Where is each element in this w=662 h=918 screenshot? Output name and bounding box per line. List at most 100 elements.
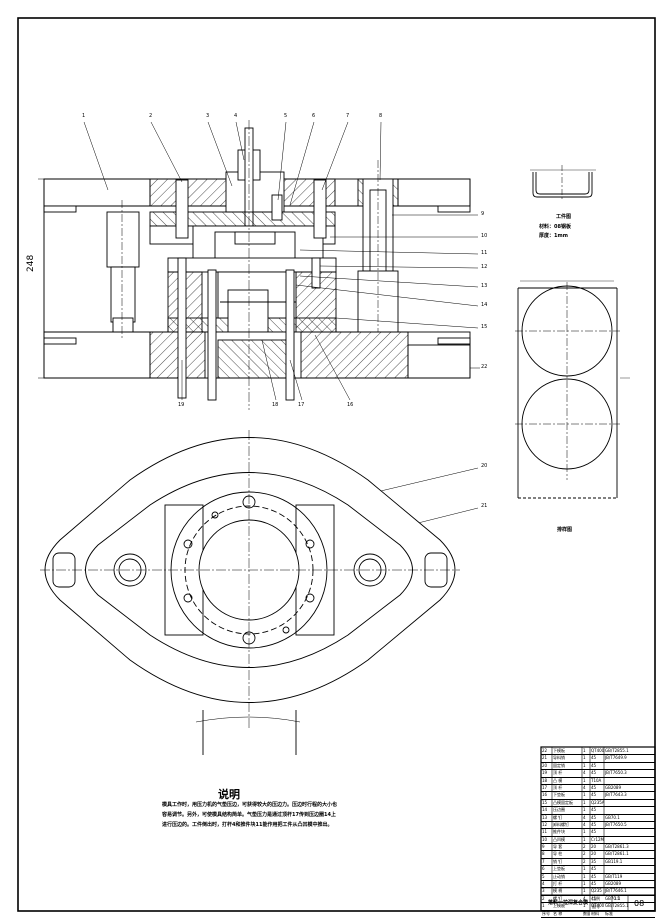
sheet-border	[17, 17, 656, 912]
title-block-cell-qty: 1	[583, 888, 586, 894]
balloon-16: 16	[347, 402, 354, 408]
title-block-cell-no: 8	[542, 851, 545, 857]
title-block-cell-name: 导料销	[553, 755, 565, 761]
title-block-cell-name: 模 柄	[553, 888, 563, 894]
title-block-cell-std: GB/T2861.1	[605, 851, 629, 857]
title-block-cell-std: GB/T2855.1	[605, 748, 629, 753]
title-block-cell-name: 销 钉	[553, 858, 563, 864]
notes-title: 说明	[218, 788, 240, 801]
title-block-cell-std: GB/T119	[605, 873, 623, 879]
title-block-cell-qty: 1	[583, 829, 586, 835]
title-block-cell-no: 13	[542, 814, 548, 820]
title-block-cell-mat: 45	[591, 807, 597, 813]
sheet-label: 图号	[592, 904, 600, 909]
front-section-view	[38, 120, 471, 410]
title-block-cell-mat: 45	[591, 881, 597, 887]
title-block-cell-mat: 45	[591, 762, 597, 768]
title-block-cell-name: 推件块	[553, 829, 565, 835]
balloon-14: 14	[481, 302, 488, 308]
title-block-cell-qty: 2	[583, 844, 586, 850]
workpiece-material: 材料：08钢板	[539, 224, 571, 230]
title-block-cell-name: 卸料螺钉	[553, 821, 569, 827]
title-block-cell-no: 15	[542, 799, 548, 805]
title-block-cell-name: 凸模固定板	[553, 799, 573, 805]
title-block-cell-mat: 35	[591, 858, 597, 864]
title-block-cell-mat: 20	[591, 844, 597, 850]
title-block-cell-qty: 4	[583, 770, 586, 776]
title-block-row: 10凸凹模1Cr12MoV	[541, 836, 655, 845]
title-block-cell-name: 导 柱	[553, 851, 563, 857]
title-block-cell-std: JB/T7650.3	[605, 770, 627, 776]
title-block-cell-name: 凸凹模	[553, 836, 565, 842]
title-block-cell-mat: Q235A	[591, 799, 604, 805]
title-block-cell-std: JB/T7650.5	[605, 821, 627, 827]
title-block-cell-mat: Q235	[591, 888, 602, 894]
title-block-cell-mat: 45	[591, 755, 597, 761]
title-block-cell-mat: T10A	[591, 777, 602, 783]
title-block-cell-no: 10	[542, 836, 548, 842]
title-block-cell-no: 21	[542, 755, 548, 761]
title-block-cell-qty: 4	[583, 784, 586, 790]
balloon-21: 21	[481, 503, 488, 509]
title-block-cell-std: JB/T7646.1	[605, 888, 627, 894]
title-block-cell-no: 22	[542, 748, 548, 753]
drawing-number: 08	[634, 899, 645, 908]
title-block-cell-no: 7	[542, 858, 545, 864]
title-block-cell-qty: 4	[583, 895, 586, 901]
title-block-cell-std: GB119.1	[605, 858, 623, 864]
title-block-cell-no: 2	[542, 895, 545, 901]
title-block-cell-no: 1	[542, 903, 545, 909]
title-block-cell-std: GB/T2855.1	[605, 903, 629, 909]
title-block-cell-std: GB2089	[605, 881, 622, 887]
title-block-cell-mat: QT400	[591, 748, 604, 753]
title-block-cell-no: 序号	[542, 910, 550, 916]
title-block-cell-qty: 1	[583, 755, 586, 761]
title-block-cell-name: 凸 模	[553, 777, 563, 783]
title-block-cell-name: 上垫板	[553, 866, 565, 872]
title-block-cell-name: 压边圈	[553, 807, 565, 813]
title-block-cell-mat: 45	[591, 770, 597, 776]
title-block-cell-qty: 1	[583, 903, 586, 909]
title-block-cell-mat: 45	[591, 866, 597, 872]
notes-text: 模具工作时，用压力机的气垫压边，可获得较大的压边力。压边时行程的大小也容易调节。…	[162, 802, 338, 828]
title-block-cell-std: GB70.1	[605, 814, 620, 820]
dimension-label-height: 248	[26, 254, 36, 272]
title-block-cell-qty: 1	[583, 792, 586, 798]
title-block-cell-qty: 4	[583, 821, 586, 827]
balloon-12: 12	[481, 264, 488, 270]
scale-label: 比例	[592, 896, 600, 901]
balloon-3: 3	[206, 113, 210, 119]
workpiece-drawing	[530, 165, 596, 200]
title-block-cell-no: 12	[542, 821, 548, 827]
title-block-cell-name: 打 杆	[553, 881, 563, 887]
scale-value: 1:1	[614, 896, 621, 901]
balloon-9: 9	[481, 211, 485, 217]
balloon-4: 4	[234, 113, 238, 119]
plan-view	[40, 430, 460, 755]
title-block-cell-no: 16	[542, 792, 548, 798]
title-block-cell-name: 固定销	[553, 762, 565, 768]
title-block-cell-name: 下模板	[553, 748, 565, 753]
title-block-cell-mat: Cr12MoV	[591, 836, 604, 842]
balloon-5: 5	[284, 113, 288, 119]
balloon-22: 22	[481, 364, 488, 370]
title-block-cell-no: 18	[542, 777, 548, 783]
title-block-cell-qty: 1	[583, 762, 586, 768]
title-block-cell-no: 20	[542, 762, 548, 768]
title-block-cell-std: 标准	[605, 910, 613, 916]
title-block-cell-mat: 45	[591, 829, 597, 835]
balloon-1: 1	[82, 113, 86, 119]
balloon-2: 2	[149, 113, 153, 119]
